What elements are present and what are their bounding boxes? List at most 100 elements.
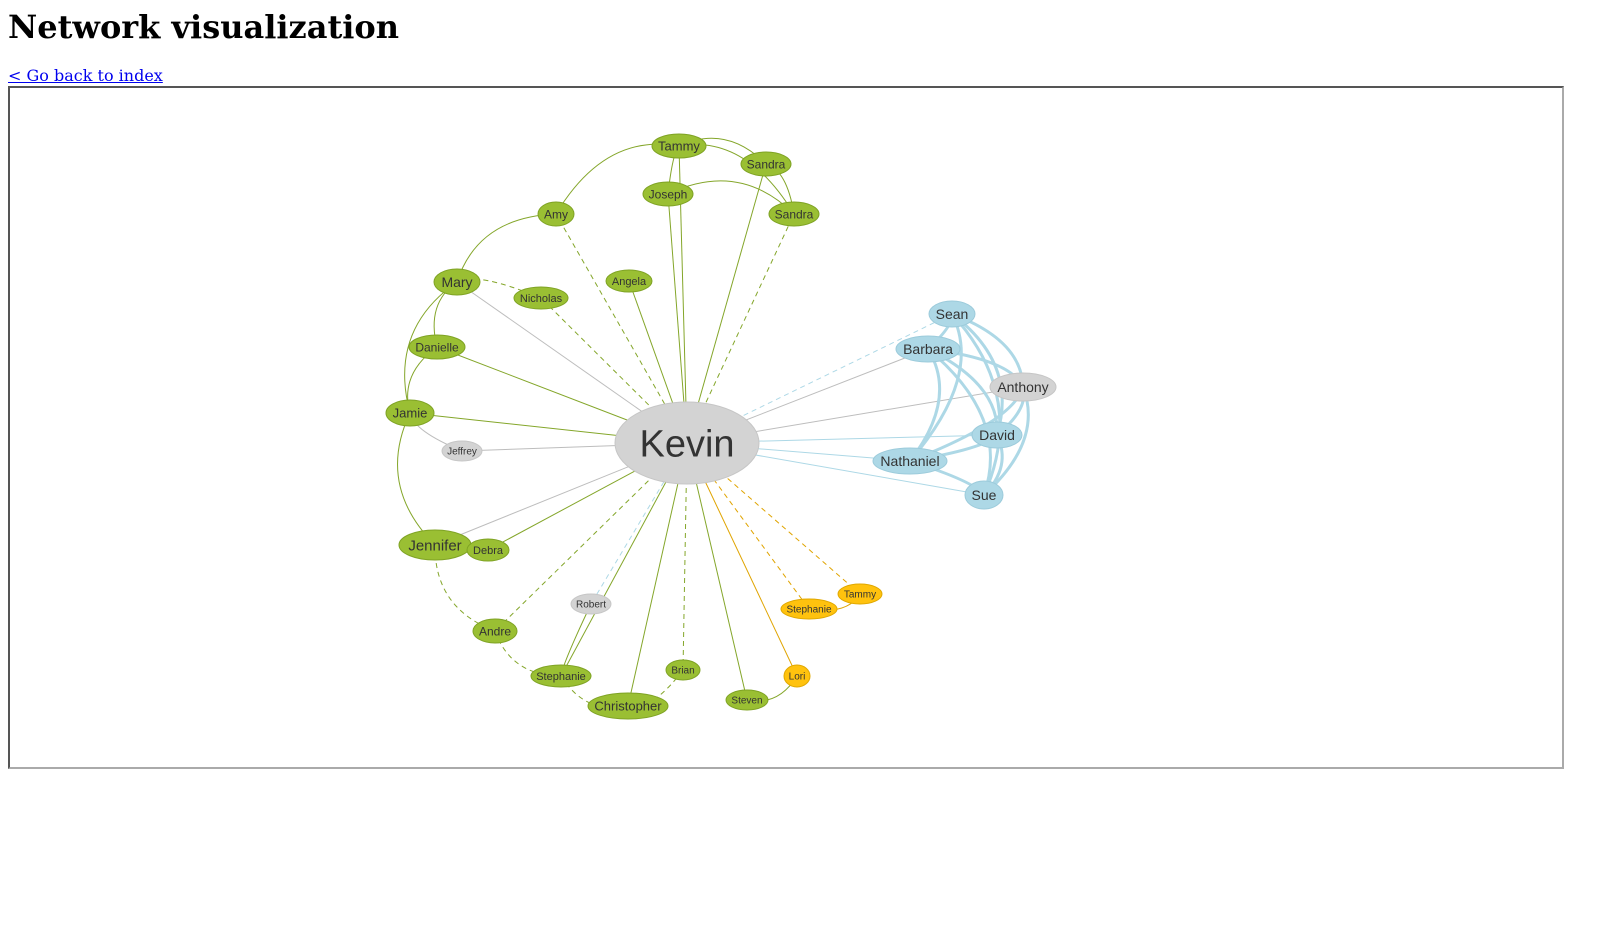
node-shape[interactable] bbox=[441, 440, 483, 462]
edge-kevin-stephanie2 bbox=[686, 442, 810, 610]
node-label: Sandra bbox=[775, 207, 814, 221]
node-label: Jeffrey bbox=[447, 447, 477, 458]
node-label: Mary bbox=[441, 274, 472, 290]
node-shape[interactable] bbox=[780, 598, 838, 620]
node-jennifer[interactable]: Jennifer bbox=[398, 529, 472, 561]
edge-kevin-sandra1 bbox=[686, 163, 767, 444]
node-shape[interactable] bbox=[466, 538, 510, 562]
node-label: Jennifer bbox=[408, 537, 461, 554]
node-label: Danielle bbox=[415, 340, 459, 354]
node-andre[interactable]: Andre bbox=[472, 618, 518, 644]
node-shape[interactable] bbox=[605, 269, 653, 293]
node-label: Sean bbox=[936, 306, 969, 322]
page-title: Network visualization bbox=[8, 8, 399, 46]
node-label: Sandra bbox=[747, 157, 786, 171]
node-label: Andre bbox=[479, 624, 511, 638]
node-shape[interactable] bbox=[513, 286, 569, 310]
node-david[interactable]: David bbox=[971, 421, 1023, 449]
node-label: Stephanie bbox=[786, 605, 831, 616]
node-label: Anthony bbox=[997, 379, 1048, 395]
node-label: Nicholas bbox=[520, 293, 563, 305]
node-label: Stephanie bbox=[536, 671, 586, 683]
node-label: Tammy bbox=[658, 139, 700, 154]
node-shape[interactable] bbox=[642, 181, 694, 207]
node-shape[interactable] bbox=[537, 201, 575, 227]
node-shape[interactable] bbox=[587, 692, 669, 720]
node-label: Amy bbox=[544, 207, 568, 221]
node-amy[interactable]: Amy bbox=[537, 201, 575, 227]
node-label: Barbara bbox=[903, 341, 953, 357]
node-danielle[interactable]: Danielle bbox=[408, 334, 466, 360]
node-shape[interactable] bbox=[614, 401, 760, 485]
node-shape[interactable] bbox=[768, 201, 820, 227]
edge-sean-nathaniel bbox=[908, 313, 963, 462]
node-christopher[interactable]: Christopher bbox=[587, 692, 669, 720]
node-lori[interactable]: Lori bbox=[783, 664, 811, 688]
node-stephanie2[interactable]: Stephanie bbox=[780, 598, 838, 620]
edge-sean-sue bbox=[950, 312, 1002, 496]
node-label: Tammy bbox=[844, 590, 876, 601]
edge-kevin-joseph bbox=[667, 193, 688, 444]
node-label: Sue bbox=[972, 487, 997, 503]
node-label: Kevin bbox=[639, 424, 734, 466]
node-shape[interactable] bbox=[740, 151, 792, 177]
node-label: Jamie bbox=[393, 406, 428, 421]
node-sean[interactable]: Sean bbox=[928, 300, 976, 328]
node-shape[interactable] bbox=[570, 593, 612, 615]
node-shape[interactable] bbox=[872, 447, 948, 475]
node-kevin[interactable]: Kevin bbox=[614, 401, 760, 485]
node-shape[interactable] bbox=[895, 335, 961, 363]
node-shape[interactable] bbox=[408, 334, 466, 360]
node-mary[interactable]: Mary bbox=[433, 268, 481, 296]
node-label: Brian bbox=[671, 666, 694, 677]
node-shape[interactable] bbox=[989, 372, 1057, 402]
node-brian[interactable]: Brian bbox=[665, 659, 701, 681]
node-angela[interactable]: Angela bbox=[605, 269, 653, 293]
node-debra[interactable]: Debra bbox=[466, 538, 510, 562]
node-label: Nathaniel bbox=[880, 453, 939, 469]
node-shape[interactable] bbox=[651, 133, 707, 159]
edge-kevin-nicholas bbox=[540, 297, 688, 444]
node-shape[interactable] bbox=[472, 618, 518, 644]
node-label: David bbox=[979, 427, 1015, 443]
node-label: Steven bbox=[731, 696, 762, 707]
node-shape[interactable] bbox=[971, 421, 1023, 449]
node-shape[interactable] bbox=[783, 664, 811, 688]
node-steven[interactable]: Steven bbox=[725, 689, 769, 711]
node-barbara[interactable]: Barbara bbox=[895, 335, 961, 363]
node-shape[interactable] bbox=[928, 300, 976, 328]
node-shape[interactable] bbox=[433, 268, 481, 296]
node-jamie[interactable]: Jamie bbox=[385, 399, 435, 427]
node-nicholas[interactable]: Nicholas bbox=[513, 286, 569, 310]
node-label: Christopher bbox=[594, 699, 662, 714]
node-shape[interactable] bbox=[665, 659, 701, 681]
node-shape[interactable] bbox=[530, 664, 592, 688]
node-tammy1[interactable]: Tammy bbox=[651, 133, 707, 159]
edge-barbara-sue bbox=[927, 347, 992, 496]
node-sue[interactable]: Sue bbox=[964, 480, 1004, 510]
edge-kevin-amy bbox=[555, 213, 688, 444]
node-label: Robert bbox=[576, 600, 606, 611]
node-stephanie1[interactable]: Stephanie bbox=[530, 664, 592, 688]
node-tammy2[interactable]: Tammy bbox=[837, 583, 883, 605]
node-shape[interactable] bbox=[725, 689, 769, 711]
node-shape[interactable] bbox=[964, 480, 1004, 510]
node-layer: KevinTammySandraJosephSandraAmyAngelaMar… bbox=[385, 133, 1057, 720]
node-anthony[interactable]: Anthony bbox=[989, 372, 1057, 402]
node-shape[interactable] bbox=[837, 583, 883, 605]
node-label: Lori bbox=[789, 672, 806, 683]
node-shape[interactable] bbox=[385, 399, 435, 427]
back-to-index-link[interactable]: < Go back to index bbox=[8, 66, 163, 85]
node-sandra2[interactable]: Sandra bbox=[768, 201, 820, 227]
node-sandra1[interactable]: Sandra bbox=[740, 151, 792, 177]
edge-kevin-christopher bbox=[627, 442, 688, 707]
edge-kevin-steven bbox=[686, 442, 748, 701]
node-label: Joseph bbox=[649, 187, 688, 201]
node-robert[interactable]: Robert bbox=[570, 593, 612, 615]
node-jeffrey[interactable]: Jeffrey bbox=[441, 440, 483, 462]
network-canvas[interactable] bbox=[8, 86, 1564, 769]
edge-jamie-jennifer bbox=[397, 412, 436, 546]
node-nathaniel[interactable]: Nathaniel bbox=[872, 447, 948, 475]
node-joseph[interactable]: Joseph bbox=[642, 181, 694, 207]
